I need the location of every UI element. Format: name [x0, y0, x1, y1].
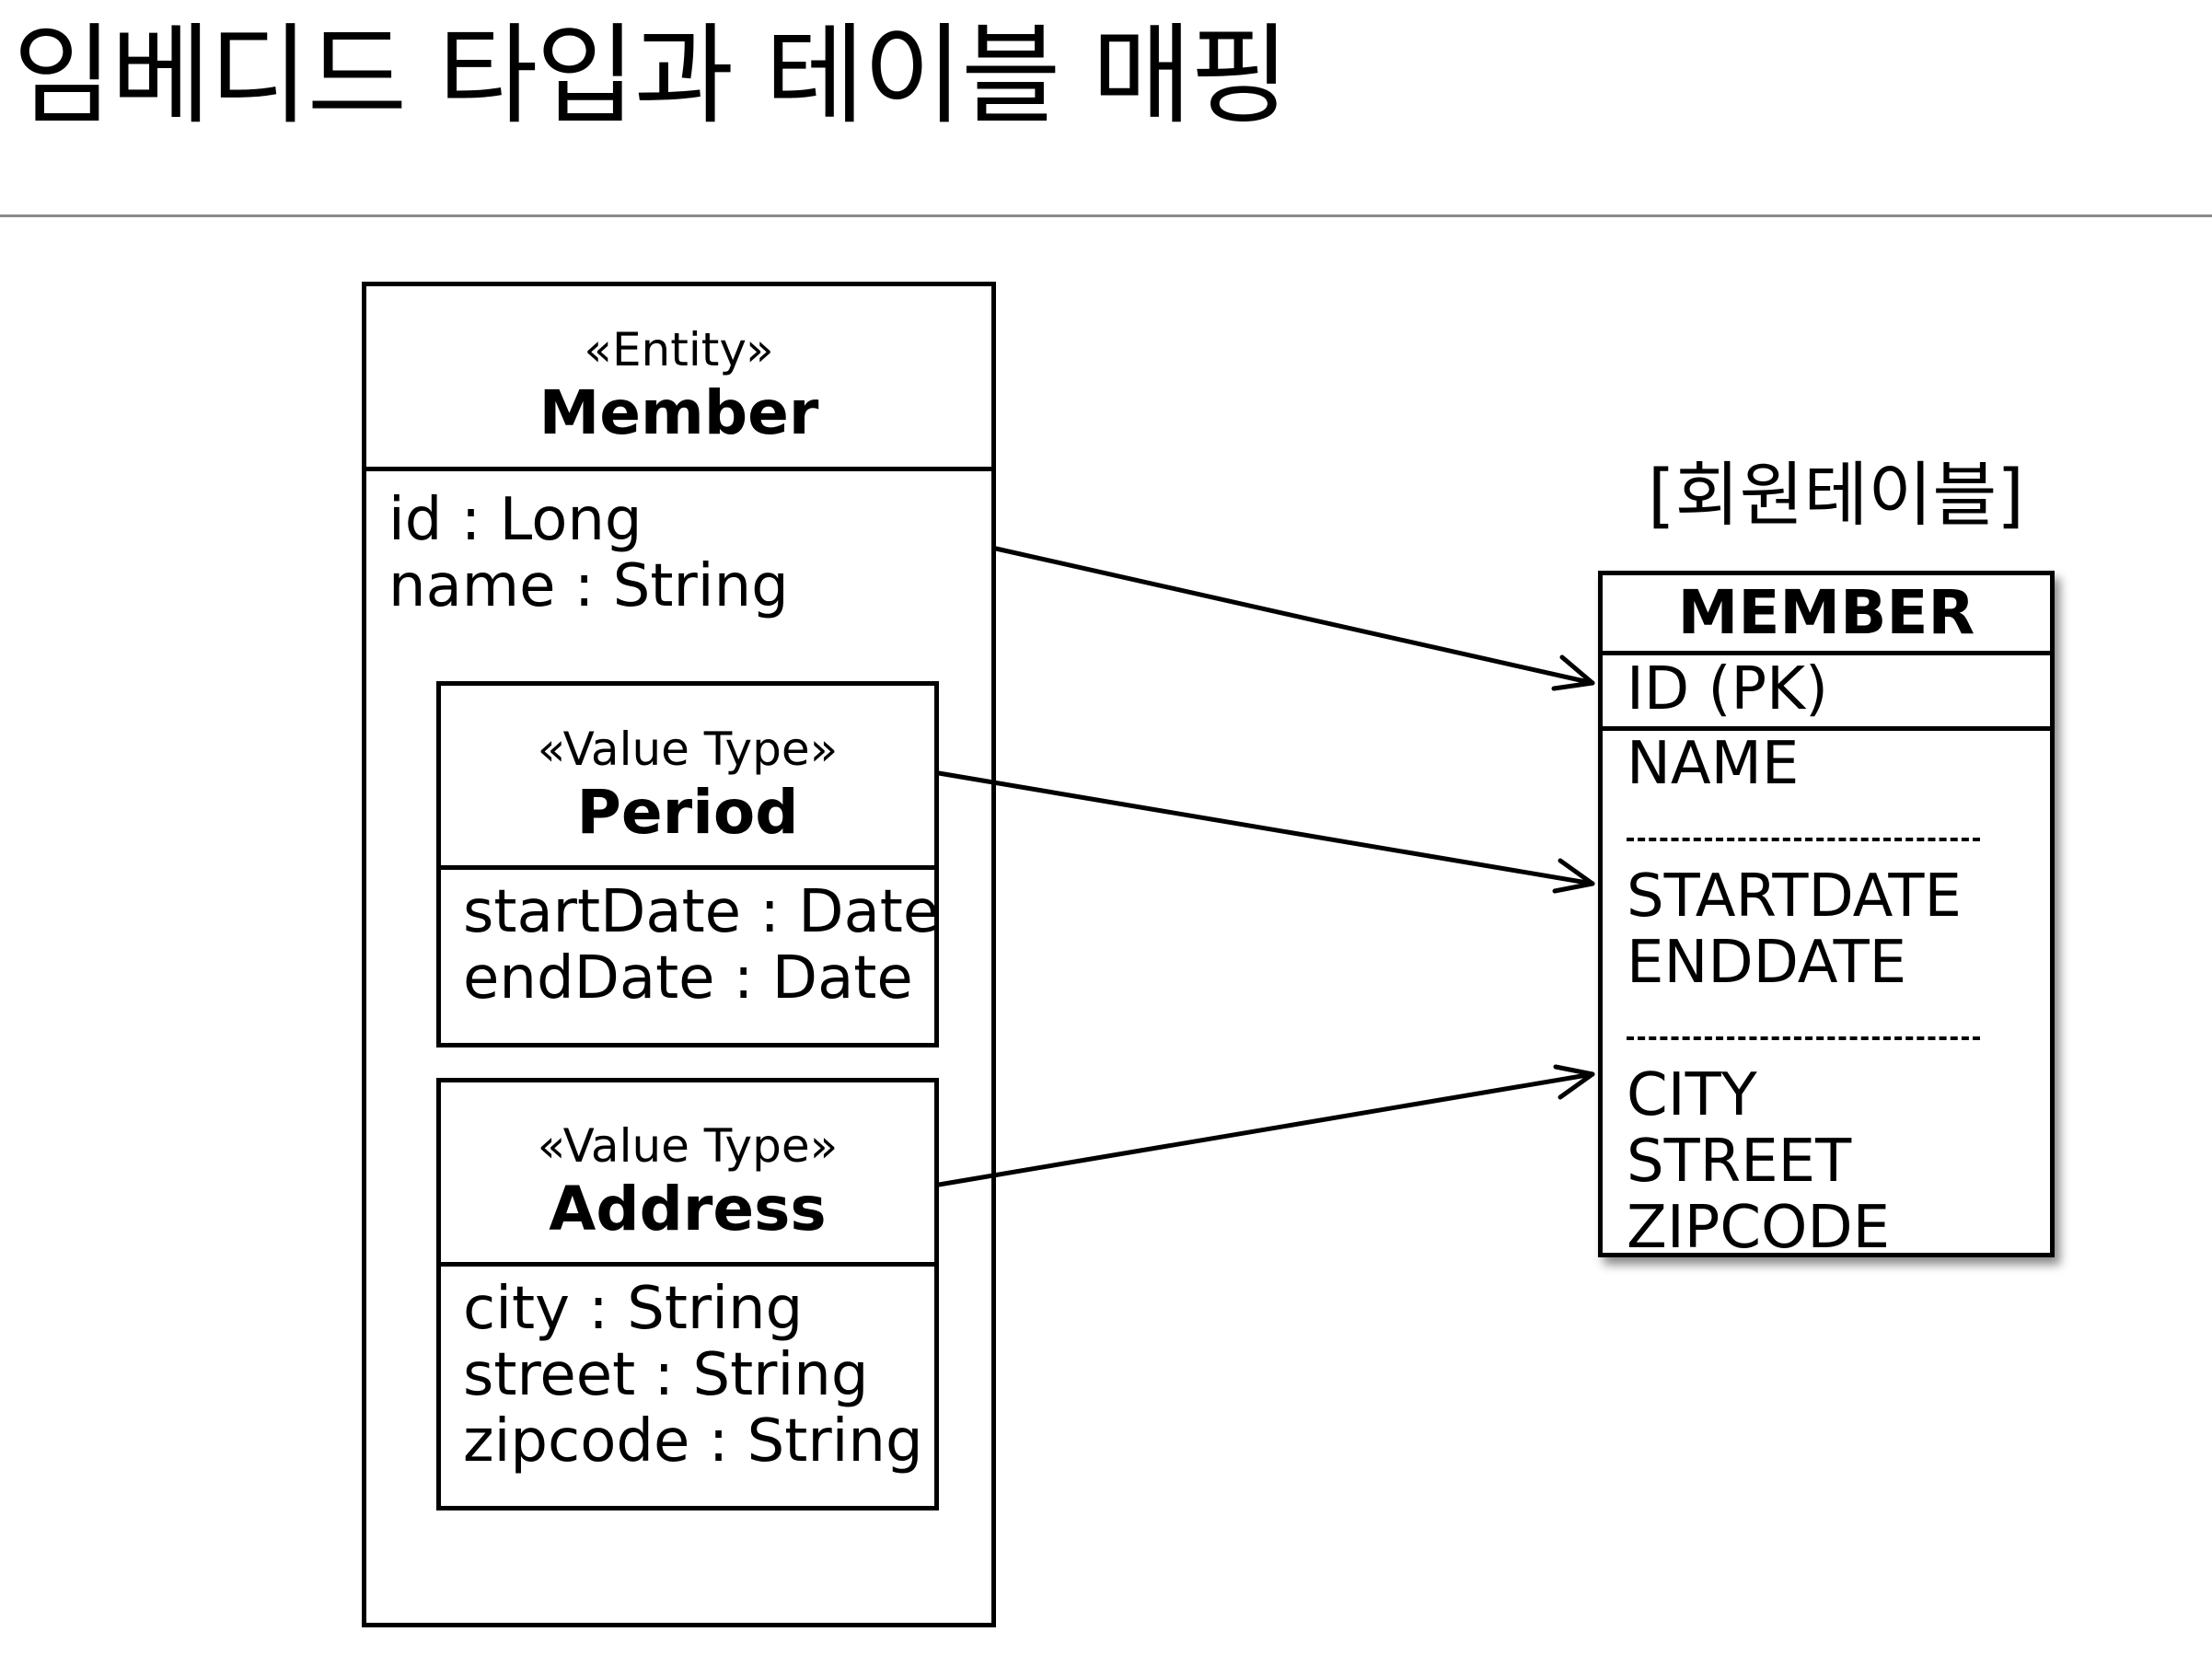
db-columns: NAME STARTDATE ENDDATE CITY STREET ZIPCO… — [1627, 730, 1980, 1262]
member-table-label: [회원테이블] — [1648, 454, 2024, 536]
mapping-arrow-period-to-startdate — [936, 770, 1595, 894]
period-attributes: startDate : Date endDate : Date — [463, 879, 939, 1012]
db-column-zipcode: ZIPCODE — [1627, 1194, 1891, 1262]
period-attr-startdate: startDate : Date — [463, 878, 940, 946]
period-value-type-box: «Value Type» Period startDate : Date end… — [436, 681, 939, 1047]
member-attr-name: name : String — [388, 552, 789, 620]
db-table-name: MEMBER — [1603, 575, 2050, 655]
db-column-name: NAME — [1627, 730, 1800, 798]
mapping-arrow-member-to-id — [993, 546, 1595, 691]
db-column-id-pk: ID (PK) — [1603, 655, 2050, 731]
address-value-type-box: «Value Type» Address city : String stree… — [436, 1078, 939, 1510]
member-attr-id: id : Long — [388, 486, 643, 554]
arrowhead-icon — [1551, 654, 1595, 691]
address-stereotype: «Value Type» — [537, 1119, 839, 1173]
member-class-name: Member — [539, 377, 819, 448]
member-db-table: MEMBER ID (PK) NAME STARTDATE ENDDATE CI… — [1598, 571, 2055, 1261]
member-stereotype: «Entity» — [584, 323, 774, 376]
period-header: «Value Type» Period — [441, 686, 934, 870]
db-column-group-divider — [1627, 797, 1980, 863]
db-column-city: CITY — [1627, 1061, 1757, 1129]
address-attributes: city : String street : String zipcode : … — [463, 1276, 923, 1475]
arrowhead-icon — [1553, 1064, 1595, 1100]
db-column-startdate: STARTDATE — [1627, 862, 1962, 931]
member-entity-header: «Entity» Member — [366, 286, 991, 471]
arrowhead-icon — [1552, 858, 1595, 894]
period-stereotype: «Value Type» — [537, 723, 839, 776]
db-column-street: STREET — [1627, 1128, 1852, 1196]
address-attr-city: city : String — [463, 1275, 804, 1343]
address-class-name: Address — [549, 1174, 827, 1244]
db-column-enddate: ENDDATE — [1627, 929, 1907, 997]
period-class-name: Period — [576, 777, 799, 848]
address-header: «Value Type» Address — [441, 1082, 934, 1267]
db-column-group-divider — [1627, 996, 1980, 1062]
member-attributes: id : Long name : String — [388, 487, 789, 619]
address-attr-street: street : String — [463, 1341, 869, 1409]
title-divider — [0, 214, 2212, 217]
address-attr-zipcode: zipcode : String — [463, 1407, 923, 1476]
slide-title: 임베디드 타입과 테이블 매핑 — [13, 12, 1290, 139]
period-attr-enddate: endDate : Date — [463, 944, 913, 1013]
mapping-arrow-address-to-city — [936, 1064, 1595, 1187]
